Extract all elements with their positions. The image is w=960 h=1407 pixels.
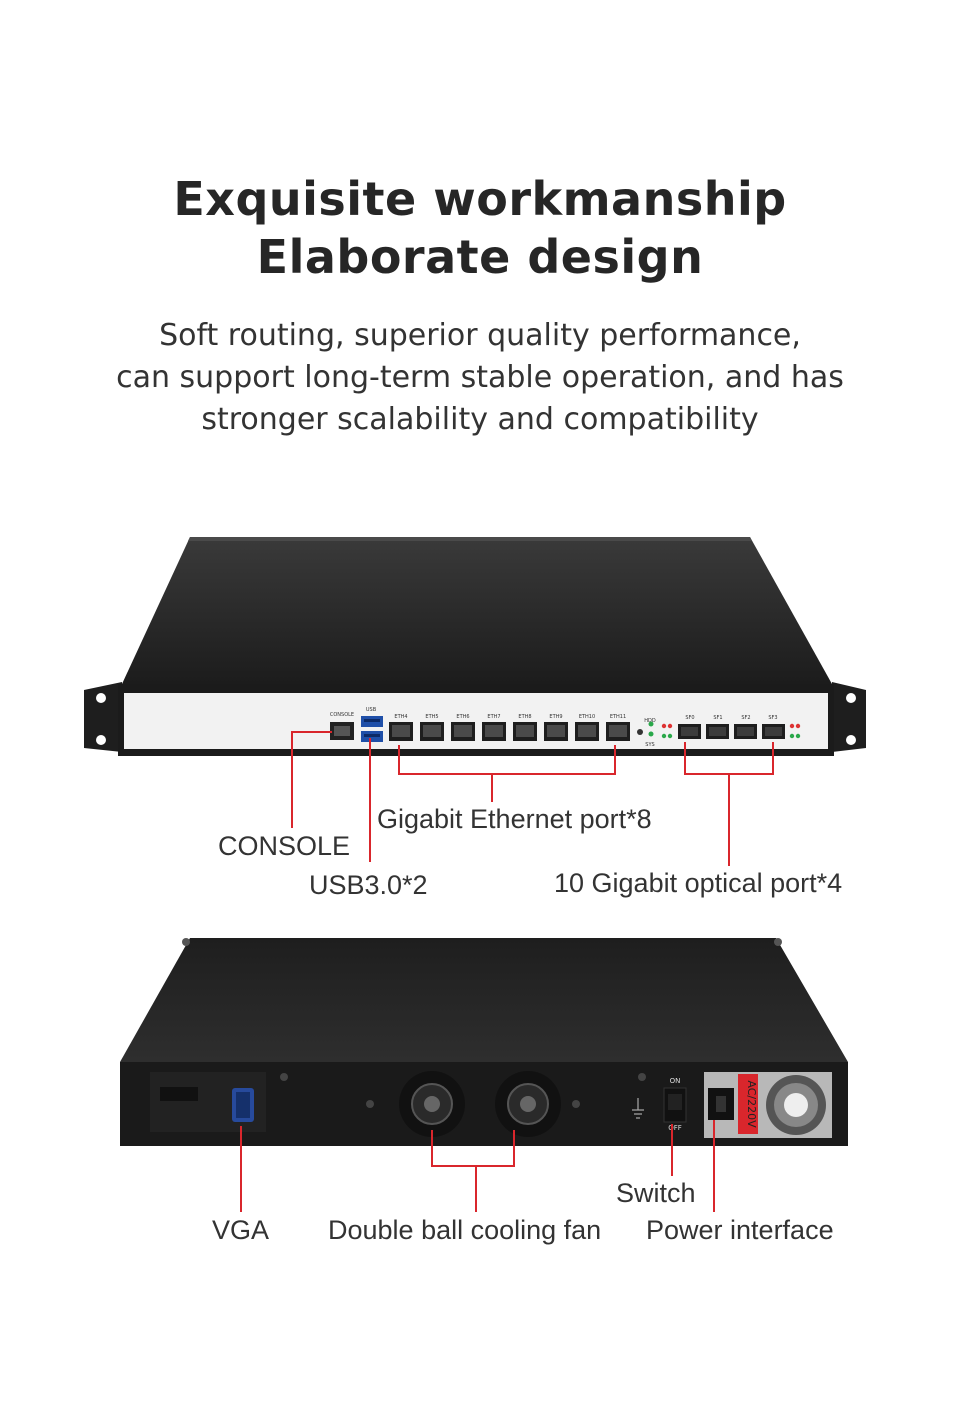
console-callout-line xyxy=(291,731,332,828)
subtitle-line-3: stronger scalability and compatibility xyxy=(201,402,759,437)
ethernet-port xyxy=(482,722,506,741)
port-label: SF1 xyxy=(713,715,722,721)
power-supply: AC/220V xyxy=(704,1072,832,1138)
rack-hole xyxy=(96,735,106,745)
rack-ear-left xyxy=(84,682,122,752)
rack-hole xyxy=(846,693,856,703)
port-label: SF3 xyxy=(768,715,777,721)
ethernet-port xyxy=(544,722,568,741)
port-label: ETH5 xyxy=(425,714,438,720)
cooling-fans xyxy=(399,1071,561,1137)
console-callout-label: CONSOLE xyxy=(218,831,351,861)
port-label: SYS xyxy=(645,742,654,748)
port-label: ETH6 xyxy=(456,714,469,720)
ethernet-port xyxy=(420,722,444,741)
port-label: ETH11 xyxy=(610,714,626,720)
ethernet-port xyxy=(606,722,630,741)
port-label: ETH8 xyxy=(518,714,531,720)
optical-callout-label: 10 Gigabit optical port*4 xyxy=(554,868,843,898)
port-label: SF0 xyxy=(685,715,694,721)
ethernet-port xyxy=(575,722,599,741)
headline-line-1: Exquisite workmanship xyxy=(173,172,787,226)
rack-hole xyxy=(846,735,856,745)
port-label: HDD xyxy=(644,718,656,724)
front-callout-lines xyxy=(291,731,774,866)
sfp-port xyxy=(678,724,701,739)
usb-callout-label: USB3.0*2 xyxy=(309,870,428,900)
usb-ports xyxy=(361,716,383,742)
sfp-port xyxy=(762,724,785,739)
front-chassis xyxy=(84,537,866,756)
port-label: SF2 xyxy=(741,715,750,721)
ethernet-callout-bracket xyxy=(398,745,616,775)
front-plate xyxy=(124,693,828,749)
port-label: CONSOLE xyxy=(330,712,354,718)
port-label: USB xyxy=(366,707,377,713)
fan-callout-bracket xyxy=(431,1130,515,1167)
power-callout-label: Power interface xyxy=(646,1215,834,1245)
port-label: ETH10 xyxy=(579,714,595,720)
sfp-ports xyxy=(678,724,785,739)
serial-cutout xyxy=(160,1087,198,1101)
subtitle-line-2: can support long-term stable operation, … xyxy=(116,360,844,395)
rack-hole xyxy=(96,693,106,703)
vga-callout-label: VGA xyxy=(212,1215,270,1245)
sfp-port xyxy=(706,724,729,739)
ethernet-port xyxy=(451,722,475,741)
rack-ear-right xyxy=(832,682,866,752)
vga-port xyxy=(232,1088,254,1122)
switch-callout-label: Switch xyxy=(616,1178,696,1208)
switch-on-label: ON xyxy=(670,1077,681,1085)
switch-off-label: OFF xyxy=(668,1124,682,1132)
psu-label: AC/220V xyxy=(745,1080,758,1128)
status-leds xyxy=(637,721,801,739)
console-port xyxy=(330,722,354,740)
sfp-port xyxy=(734,724,757,739)
port-label: ETH9 xyxy=(549,714,562,720)
headline-line-2: Elaborate design xyxy=(256,230,704,284)
ethernet-callout-label: Gigabit Ethernet port*8 xyxy=(377,804,652,834)
fan-callout-label: Double ball cooling fan xyxy=(328,1215,602,1245)
port-label: ETH7 xyxy=(487,714,500,720)
rear-callout-lines xyxy=(240,1120,715,1212)
ethernet-ports xyxy=(389,722,630,741)
ethernet-port xyxy=(389,722,413,741)
power-switch: ON OFF xyxy=(663,1077,687,1132)
port-label: ETH4 xyxy=(394,714,407,720)
subtitle-line-1: Soft routing, superior quality performan… xyxy=(159,318,801,353)
ground-icon xyxy=(632,1098,644,1119)
ethernet-port xyxy=(513,722,537,741)
